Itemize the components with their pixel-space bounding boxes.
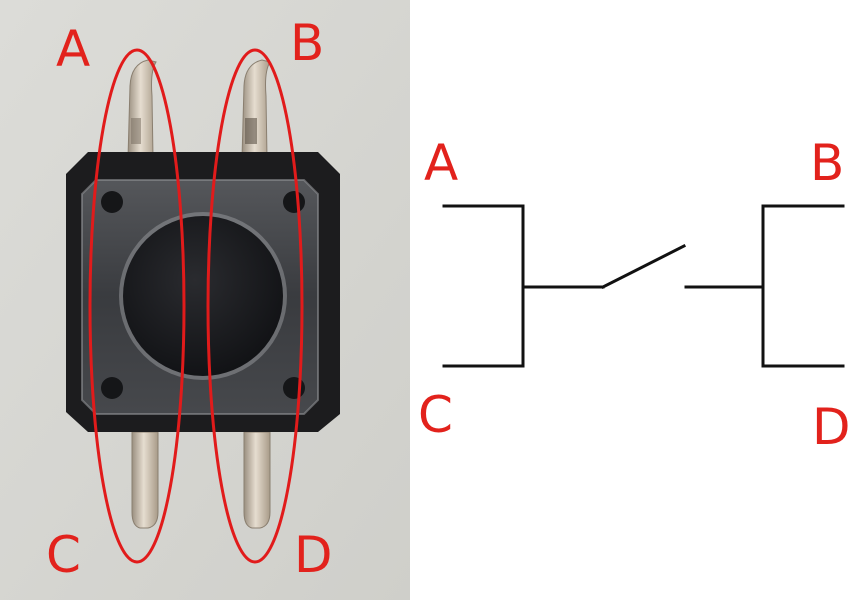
corner-bump (101, 191, 123, 213)
switch-lever (600, 243, 687, 290)
pin-pair-ellipse-ac (88, 48, 186, 564)
schematic-label-c: C (418, 386, 453, 444)
switch-schematic-panel: A B C D (410, 0, 860, 600)
photo-label-c: C (46, 526, 81, 584)
schematic-label-b: B (810, 134, 844, 192)
pin-d-bottom (243, 431, 271, 529)
photo-label-d: D (294, 526, 333, 584)
wire-a-c-bracket (442, 204, 525, 368)
switch-schematic: A B C D (418, 134, 851, 456)
pin-pair-ellipse-bd (206, 48, 304, 564)
photo-label-a: A (56, 20, 90, 78)
schematic-label-d: D (812, 398, 851, 456)
corner-bump (101, 377, 123, 399)
pin-c-bottom (131, 431, 159, 529)
plunger[interactable] (123, 216, 283, 376)
corner-bump (283, 377, 305, 399)
switch-photo: A B C D (0, 0, 410, 600)
pin-a-top (127, 59, 157, 159)
corner-bump (283, 191, 305, 213)
pin-b-top (241, 59, 271, 159)
schematic-label-a: A (424, 134, 458, 192)
wire-b-d-bracket (761, 204, 845, 368)
photo-label-b: B (290, 14, 324, 72)
switch-photo-panel: A B C D (0, 0, 410, 600)
